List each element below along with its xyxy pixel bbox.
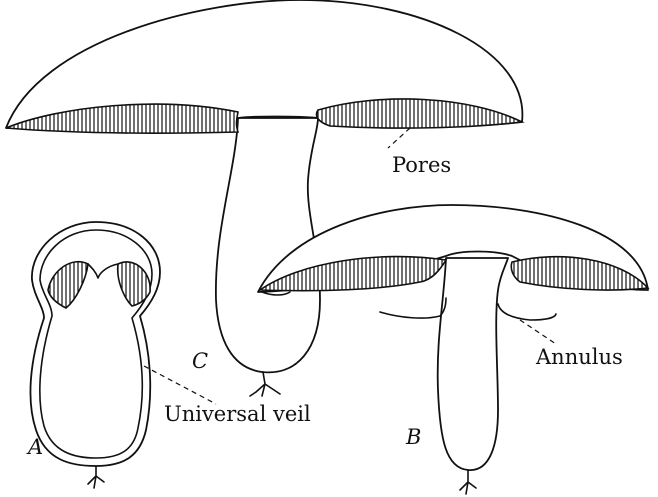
label-universal-veil: Universal veil	[164, 402, 311, 426]
mushroom-b-mycelium	[460, 470, 476, 494]
mushroom-a-mycelium	[88, 466, 104, 488]
mushroom-b-annulus-left	[380, 298, 446, 318]
pores-leader-line	[388, 128, 410, 148]
label-pores: Pores	[392, 153, 451, 177]
label-annulus: Annulus	[535, 345, 623, 369]
label-stage-b: B	[405, 425, 421, 449]
annulus-leader-line	[520, 320, 556, 344]
mushroom-a-universal-veil	[30, 222, 160, 466]
mushroom-b-annulus-right	[498, 304, 556, 320]
mushroom-c-mycelium	[250, 372, 280, 396]
label-stage-c: C	[192, 349, 208, 373]
mushroom-b-stipe	[438, 258, 508, 470]
label-stage-a: A	[26, 435, 43, 459]
mushroom-a	[30, 222, 160, 488]
